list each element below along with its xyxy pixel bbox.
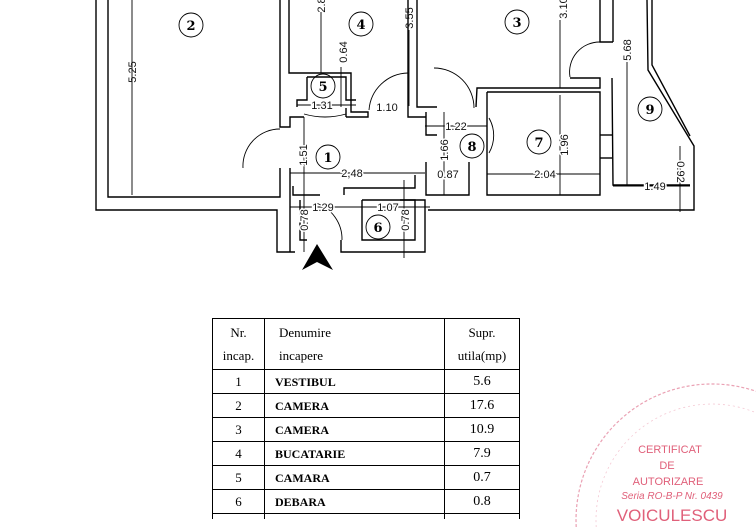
svg-text:4: 4 (356, 18, 365, 33)
walls (95, 0, 695, 253)
dim-0-87: 0.87 (437, 169, 458, 181)
dim-3-10: 3.10 (558, 0, 570, 19)
stamp-outer-ring (575, 383, 756, 527)
svg-text:Seria RO-B-P Nr. 0439: Seria RO-B-P Nr. 0439 (621, 491, 723, 502)
svg-text:1: 1 (323, 151, 332, 166)
header-area: Supr.utila(mp) (444, 318, 520, 370)
room-label-7: 7 (526, 129, 552, 155)
svg-text:5: 5 (318, 80, 327, 95)
dimension-lines (131, 0, 690, 258)
dim-1-49: 1.49 (644, 181, 665, 193)
svg-text:7: 7 (534, 136, 543, 151)
dim-2-8: 2.8 (316, 0, 328, 13)
entrance-arrow-icon (302, 244, 333, 270)
dim-2-04: 2.04 (534, 169, 555, 181)
dimension-labels: 5.25 2.8 0.64 3.55 3.10 5.68 1.31 1.10 1… (127, 0, 688, 232)
header-nr: Nr.incap. (212, 318, 265, 370)
doors (242, 41, 601, 241)
room-label-8: 8 (459, 133, 485, 159)
dim-3-55: 3.55 (404, 7, 416, 28)
svg-text:9: 9 (645, 103, 654, 118)
room-label-6: 6 (365, 214, 391, 240)
dim-1-51: 1.51 (298, 144, 310, 165)
dim-1-66: 1.66 (439, 139, 451, 160)
dim-0-78-b: 0.78 (400, 209, 412, 230)
room-label-9: 9 (637, 96, 663, 122)
svg-text:AUTORIZARE: AUTORIZARE (633, 476, 704, 488)
stamp-inner-ring (595, 403, 756, 527)
dim-1-96: 1.96 (559, 134, 571, 155)
dim-5-68: 5.68 (622, 39, 634, 60)
room-label-5: 5 (310, 73, 336, 99)
certification-stamp: CERTIFICAT DE AUTORIZARE Seria RO-B-P Nr… (575, 383, 756, 527)
svg-text:DE: DE (659, 460, 674, 472)
svg-text:3: 3 (512, 16, 521, 31)
room-label-3: 3 (504, 9, 530, 35)
dim-0-64: 0.64 (338, 41, 350, 62)
room-label-1: 1 (315, 144, 341, 170)
svg-text:8: 8 (467, 140, 476, 155)
room-label-4: 4 (348, 11, 374, 37)
room-labels: 1 2 3 4 5 6 7 8 9 (178, 9, 663, 240)
svg-text:2: 2 (186, 19, 195, 34)
room-label-2: 2 (178, 12, 204, 38)
dim-2-48: 2,48 (341, 168, 362, 180)
svg-text:6: 6 (373, 221, 382, 236)
dim-1-10: 1.10 (376, 102, 397, 114)
dim-5-25: 5.25 (127, 61, 139, 82)
dim-1-22: 1.22 (445, 121, 466, 133)
dim-0-78-a: 0.78 (299, 209, 311, 230)
dim-1-31: 1.31 (311, 100, 332, 112)
svg-text:CERTIFICAT: CERTIFICAT (638, 444, 702, 456)
table-row-partial (212, 513, 520, 519)
dim-1-29: 1.29 (312, 202, 333, 214)
svg-text:VOICULESCU: VOICULESCU (617, 506, 728, 525)
dim-0-92: 0.92 (674, 161, 686, 182)
dim-1-07: 1.07 (377, 202, 398, 214)
